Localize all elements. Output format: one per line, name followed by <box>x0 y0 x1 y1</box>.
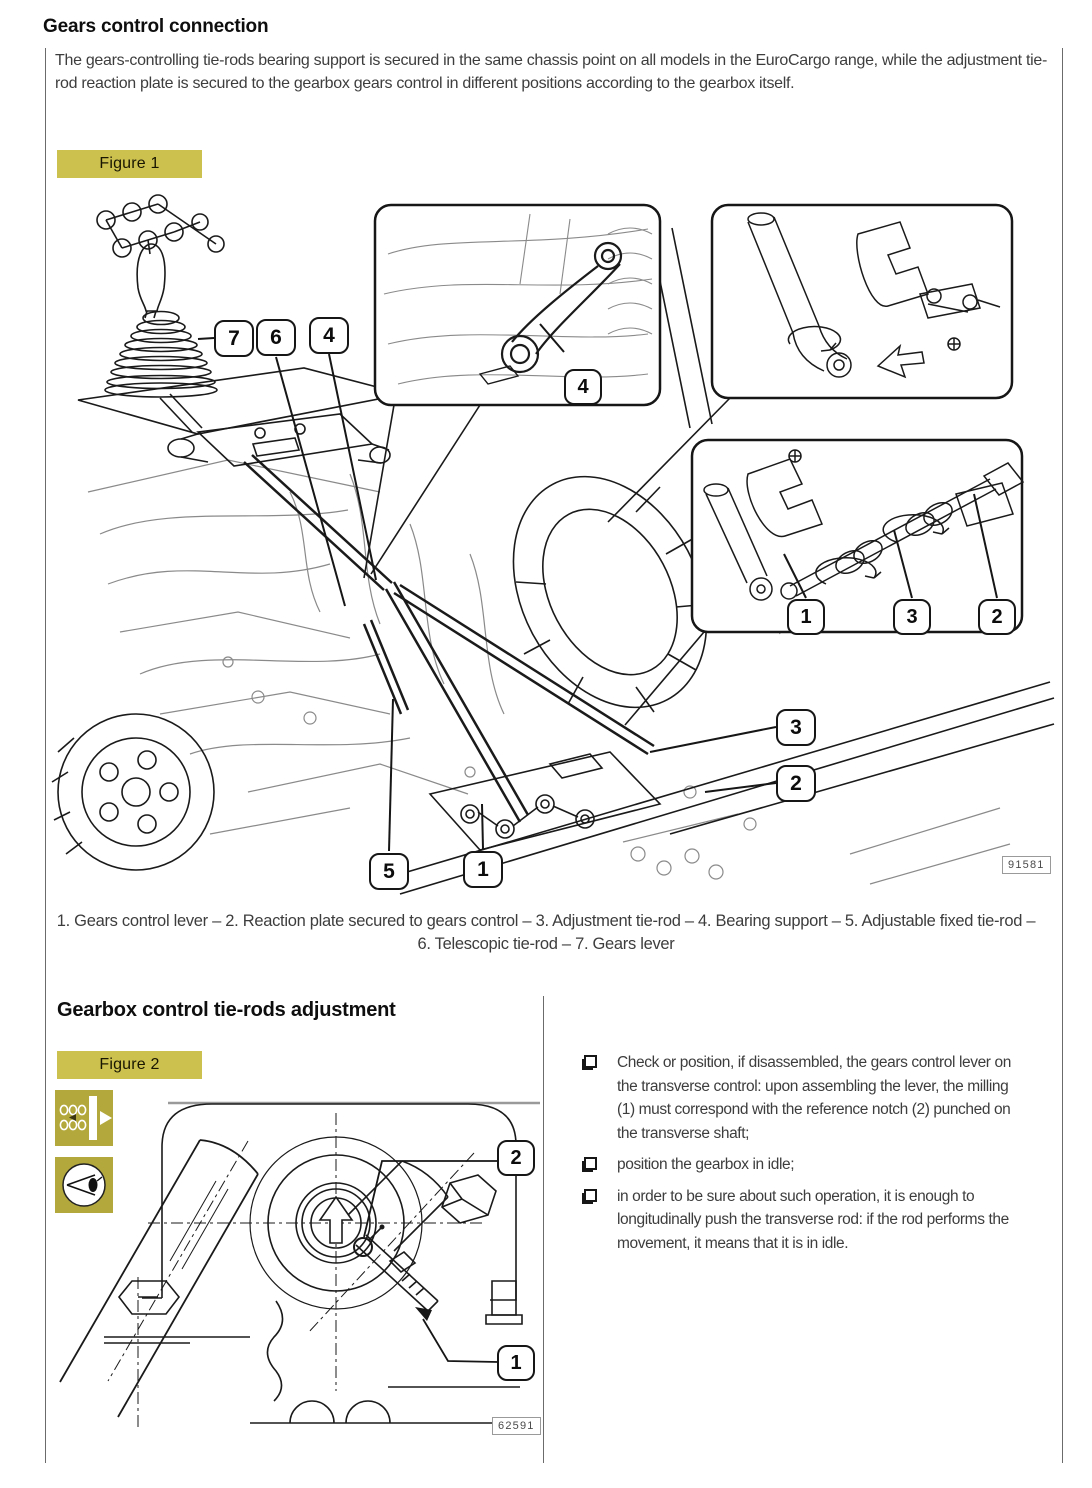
gearbox-pattern-glyph <box>59 1096 112 1140</box>
lever-base-plate <box>77 367 405 435</box>
inset-lever-clamp <box>747 212 1001 379</box>
figure1-callout-gears-lever-7: 7 <box>214 320 254 357</box>
shift-pattern-icon <box>96 194 225 258</box>
figure1-inset-callout-2: 2 <box>978 599 1016 635</box>
figure1-callout-fixed-rod-5: 5 <box>369 853 409 890</box>
step-item: position the gearbox in idle; <box>583 1153 1026 1177</box>
inset-adjustment-tie-rod <box>703 449 1025 601</box>
figure1-label: Figure 1 <box>57 150 202 178</box>
step-item: in order to be sure about such operation… <box>583 1185 1026 1256</box>
clamp-bolt <box>347 1160 497 1312</box>
figure2-callout-milling-1: 1 <box>497 1345 535 1381</box>
checkbox-icon <box>584 1055 597 1068</box>
left-rule <box>45 48 46 1463</box>
step-item: Check or position, if disassembled, the … <box>583 1051 1026 1145</box>
visual-check-icon <box>55 1157 113 1213</box>
gears-control-unit <box>167 413 391 467</box>
inset-bearing-support <box>383 213 653 385</box>
checkbox-icon <box>584 1188 597 1202</box>
figure2-line-art <box>59 1101 540 1427</box>
step-text: Check or position, if disassembled, the … <box>617 1054 1011 1142</box>
figure1-inset-callout-1: 1 <box>787 599 825 635</box>
figure1-callout-plate-2: 2 <box>776 765 816 802</box>
callout-leaders <box>197 337 777 852</box>
figure2-callout-leaders <box>363 1160 499 1363</box>
step-text: in order to be sure about such operation… <box>617 1187 1009 1252</box>
figure1-callout-adjustment-3: 3 <box>776 709 816 746</box>
checkbox-icon <box>584 1157 597 1170</box>
figure1-callout-telescopic-6: 6 <box>256 319 296 356</box>
gears-lever <box>104 243 218 398</box>
inset-frames <box>373 203 1024 634</box>
center-lines <box>107 1113 482 1427</box>
gears-control-assembly <box>51 194 1055 895</box>
right-rule <box>1062 48 1063 1463</box>
front-wheel <box>51 713 215 871</box>
figure2-image-ref: 62591 <box>492 1417 541 1435</box>
rear-wheel <box>512 475 711 713</box>
figure1-callout-lever-1: 1 <box>463 851 503 888</box>
section2-title: Gearbox control tie-rods adjustment <box>57 999 396 1021</box>
adjustment-steps-list: Check or position, if disassembled, the … <box>583 1051 1026 1263</box>
column-divider <box>543 996 544 1463</box>
figure2-label: Figure 2 <box>57 1051 202 1079</box>
direction-arrow <box>318 1195 354 1244</box>
transverse-lever <box>59 1139 259 1418</box>
reference-notch-marker <box>353 1224 385 1257</box>
chassis-rails <box>379 681 1055 895</box>
figure1-line-art <box>51 194 1055 895</box>
page-title: Gears control connection <box>43 16 269 37</box>
figure1-inset-callout-4: 4 <box>564 369 602 405</box>
intro-paragraph: The gears-controlling tie-rods bearing s… <box>55 52 1048 92</box>
gearbox-pattern-icon <box>55 1090 113 1146</box>
figure1-callout-bearing-4: 4 <box>309 317 349 354</box>
figure1-inset-callout-3: 3 <box>893 599 931 635</box>
figure1-caption: 1. Gears control lever – 2. Reaction pla… <box>56 912 1036 953</box>
figure1-image-ref: 91581 <box>1002 856 1051 874</box>
step-text: position the gearbox in idle; <box>617 1156 795 1173</box>
housing-details <box>104 1280 523 1424</box>
gearbox-control <box>428 751 662 851</box>
figure2-callout-notch-2: 2 <box>497 1140 535 1176</box>
visual-check-glyph <box>62 1163 106 1207</box>
